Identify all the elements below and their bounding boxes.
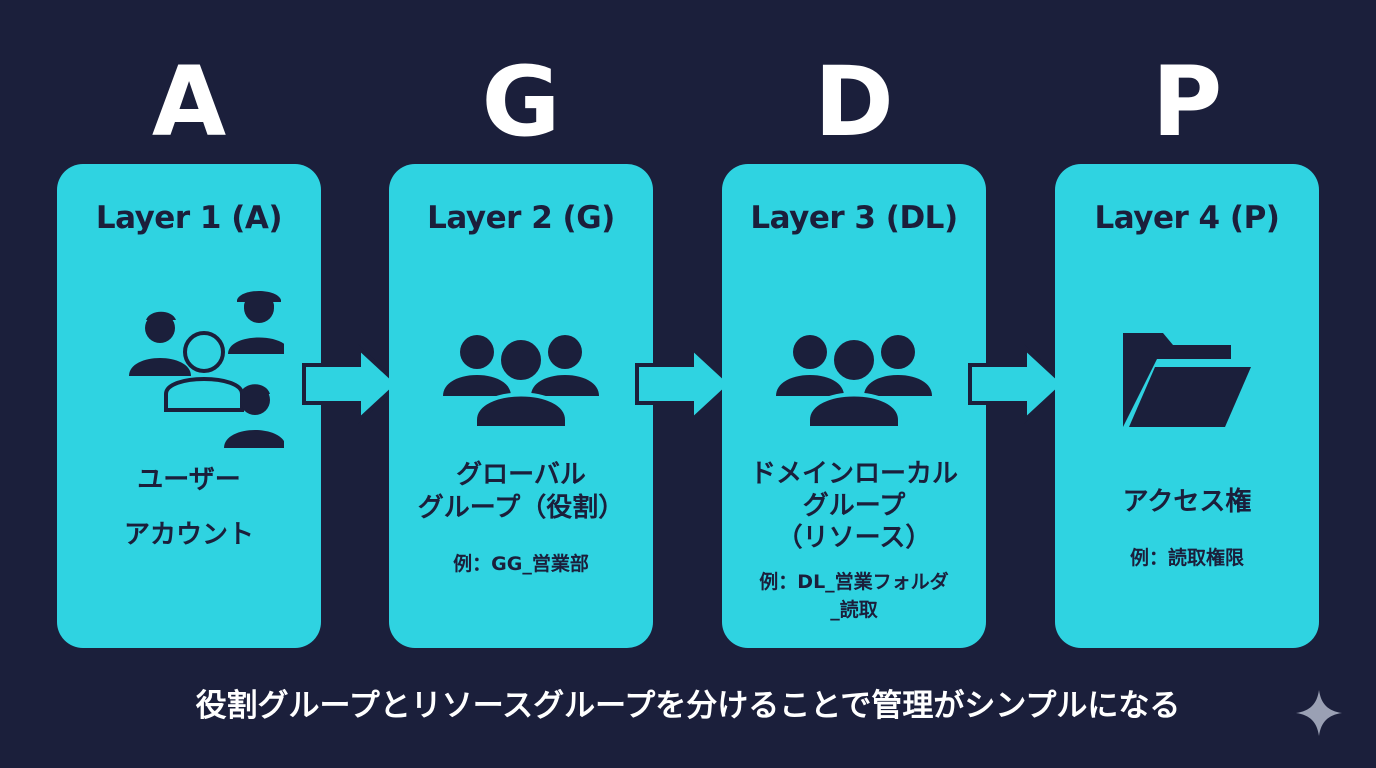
layer-1-text-line-2: アカウント [123,520,254,550]
layer-4-title: Layer 4 (P) [1094,200,1280,236]
layer-1-card: Layer 1 (A) ユーザー アカウント [57,164,321,648]
letter-g: G [481,46,561,158]
layer-3-example-line-2: _読取 [830,599,878,621]
letter-a: A [151,46,227,158]
layer-3-example-line-1: 例：DL_営業フォルダ [759,571,949,593]
layer-4-card: Layer 4 (P) アクセス権 例：読取権限 [1055,164,1319,648]
users-icon [129,291,284,448]
group-icon [776,335,932,430]
layer-4-example: 例：読取権限 [1129,547,1244,569]
letter-d: D [814,46,894,158]
layer-2-text-line-2: グループ（役割） [417,493,625,523]
arrow-right-icon [968,344,1067,424]
layer-2-card: Layer 2 (G) グローバル グループ（役割） 例：GG_営業部 [389,164,653,648]
layer-4-text-line-1: アクセス権 [1122,487,1252,517]
layer-1-title: Layer 1 (A) [95,200,283,236]
arrow-right-icon [302,344,401,424]
layer-3-text-line-2: グループ [802,491,906,521]
layer-2-text-line-1: グローバル [456,460,586,490]
group-icon [443,335,599,430]
sparkle-icon [1296,690,1342,736]
folder-icon [1123,333,1251,427]
layer-3-title: Layer 3 (DL) [750,200,958,236]
layer-1-text-line-1: ユーザー [137,465,241,495]
layer-3-text-line-3: （リソース） [776,523,932,553]
layer-3-text-line-1: ドメインローカル [749,459,958,489]
letter-p: P [1151,46,1223,158]
footer-caption: 役割グループとリソースグループを分けることで管理がシンプルになる [195,688,1181,724]
layer-3-card: Layer 3 (DL) ドメインローカル グループ （リソース） 例：DL_営… [722,164,986,648]
arrow-right-icon [635,344,734,424]
layer-2-title: Layer 2 (G) [427,200,615,236]
layer-2-example: 例：GG_営業部 [453,553,589,575]
